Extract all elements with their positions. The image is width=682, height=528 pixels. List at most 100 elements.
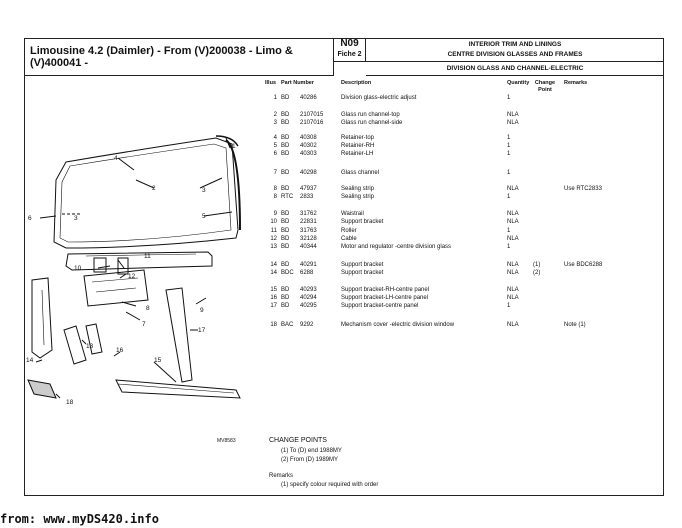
- part-number-cell: 22831: [300, 219, 317, 225]
- col-change-point: Change Point: [534, 80, 556, 93]
- page-frame: [24, 38, 664, 496]
- illus-cell: 7: [273, 170, 277, 176]
- prefix-cell: BD: [281, 287, 290, 293]
- quantity-cell: 1: [507, 194, 511, 200]
- illus-cell: 8: [273, 186, 277, 192]
- description-cell: Roller: [341, 228, 357, 234]
- prefix-cell: BD: [281, 303, 290, 309]
- quantity-cell: NLA: [507, 287, 519, 293]
- remarks-title: Remarks: [269, 473, 294, 479]
- part-number-cell: 2107016: [300, 120, 324, 126]
- description-cell: Mechanism cover -electric division windo…: [341, 322, 455, 328]
- illus-cell: 3: [273, 120, 277, 126]
- quantity-cell: 1: [507, 151, 511, 157]
- prefix-cell: BD: [281, 151, 290, 157]
- description-cell: Waistrail: [341, 211, 364, 217]
- quantity-cell: NLA: [507, 295, 519, 301]
- callout-9: 9: [200, 307, 204, 314]
- illus-cell: 5: [273, 143, 277, 149]
- callout-1: 1: [232, 143, 236, 150]
- part-number-cell: 40303: [300, 151, 317, 157]
- part-number-cell: 9292: [300, 322, 314, 328]
- prefix-cell: BD: [281, 120, 290, 126]
- callout-16: 16: [116, 347, 124, 354]
- change-point-1: (1) To (D) end 1988MY: [281, 448, 342, 454]
- quantity-cell: NLA: [507, 219, 519, 225]
- change-point-cell: (1): [533, 262, 541, 268]
- callout-13: 13: [86, 343, 94, 350]
- callout-3b: 3: [74, 215, 78, 222]
- page-title: Limousine 4.2 (Daimler) - From (V)200038…: [24, 38, 334, 76]
- description-cell: Glass channel: [341, 170, 380, 176]
- col-remarks: Remarks: [564, 80, 588, 86]
- title-text: Limousine 4.2 (Daimler) - From (V)200038…: [30, 44, 293, 69]
- section-code: N09: [340, 38, 359, 49]
- description-cell: Retainer-top: [341, 135, 375, 141]
- prefix-cell: BD: [281, 95, 290, 101]
- col-quantity: Quantity: [507, 80, 530, 86]
- description-cell: Retainer-RH: [341, 143, 375, 149]
- illus-cell: 14: [270, 262, 277, 268]
- callout-2: 2: [152, 185, 156, 192]
- exploded-diagram: 1 2 3 4 5 6 3 7 8 9 10 11 12 13 14 15 16…: [26, 135, 241, 406]
- part-number-cell: 6288: [300, 270, 314, 276]
- quantity-cell: 1: [507, 95, 511, 101]
- description-cell: Support bracket: [341, 262, 384, 268]
- quantity-cell: NLA: [507, 120, 519, 126]
- description-cell: Support bracket-centre panel: [341, 303, 419, 309]
- col-part-number: Part Number: [281, 80, 315, 86]
- illus-cell: 17: [270, 303, 277, 309]
- callout-14: 14: [26, 357, 34, 364]
- section-heading: INTERIOR TRIM AND LININGS CENTRE DIVISIO…: [366, 38, 664, 62]
- quantity-cell: NLA: [507, 262, 519, 268]
- callout-10: 10: [74, 265, 82, 272]
- description-cell: Cable: [341, 236, 357, 242]
- prefix-cell: BD: [281, 112, 290, 118]
- prefix-cell: BD: [281, 244, 290, 250]
- part-number-cell: 40344: [300, 244, 317, 250]
- prefix-cell: BAC: [281, 322, 294, 328]
- change-point-cell: (2): [533, 270, 541, 276]
- part-number-cell: 31763: [300, 228, 317, 234]
- part-number-cell: 40286: [300, 95, 317, 101]
- quantity-cell: 1: [507, 228, 511, 234]
- prefix-cell: BD: [281, 262, 290, 268]
- remarks-cell: Use RTC2833: [564, 186, 602, 192]
- description-cell: Sealing strip: [341, 186, 375, 192]
- diagram-ref: MV8583: [217, 438, 236, 444]
- description-cell: Glass run channel-side: [341, 120, 403, 126]
- callout-7: 7: [142, 321, 146, 328]
- callout-15: 15: [154, 357, 162, 364]
- prefix-cell: BD: [281, 236, 290, 242]
- prefix-cell: BD: [281, 186, 290, 192]
- illus-cell: 6: [273, 151, 277, 157]
- callout-3: 3: [202, 187, 206, 194]
- callout-8: 8: [146, 305, 150, 312]
- illus-cell: 10: [270, 219, 277, 225]
- support-bracket-left: [31, 277, 53, 359]
- change-points-title: CHANGE POINTS: [269, 437, 327, 444]
- waistrail-shape: [65, 251, 213, 271]
- callout-12: 12: [128, 273, 136, 280]
- quantity-cell: NLA: [507, 211, 519, 217]
- part-number-cell: 40291: [300, 262, 317, 268]
- quantity-cell: 1: [507, 170, 511, 176]
- section-line-2: CENTRE DIVISION GLASSES AND FRAMES: [447, 51, 583, 58]
- part-number-cell: 32128: [300, 236, 317, 242]
- part-number-cell: 2107015: [300, 112, 324, 118]
- prefix-cell: BD: [281, 228, 290, 234]
- illus-cell: 11: [270, 228, 277, 234]
- callout-17: 17: [198, 327, 206, 334]
- part-number-cell: 40294: [300, 295, 317, 301]
- part-number-cell: 2833: [300, 194, 314, 200]
- description-cell: Division glass-electric adjust: [341, 95, 417, 101]
- illus-cell: 15: [270, 287, 277, 293]
- part-number-cell: 47937: [300, 186, 317, 192]
- support-bracket-centre: [165, 287, 193, 383]
- quantity-cell: NLA: [507, 236, 519, 242]
- part-number-cell: 40295: [300, 303, 317, 309]
- base-rail: [115, 379, 241, 399]
- callout-4: 4: [114, 155, 118, 162]
- illus-cell: 14: [270, 270, 277, 276]
- description-cell: Glass run channel-top: [341, 112, 400, 118]
